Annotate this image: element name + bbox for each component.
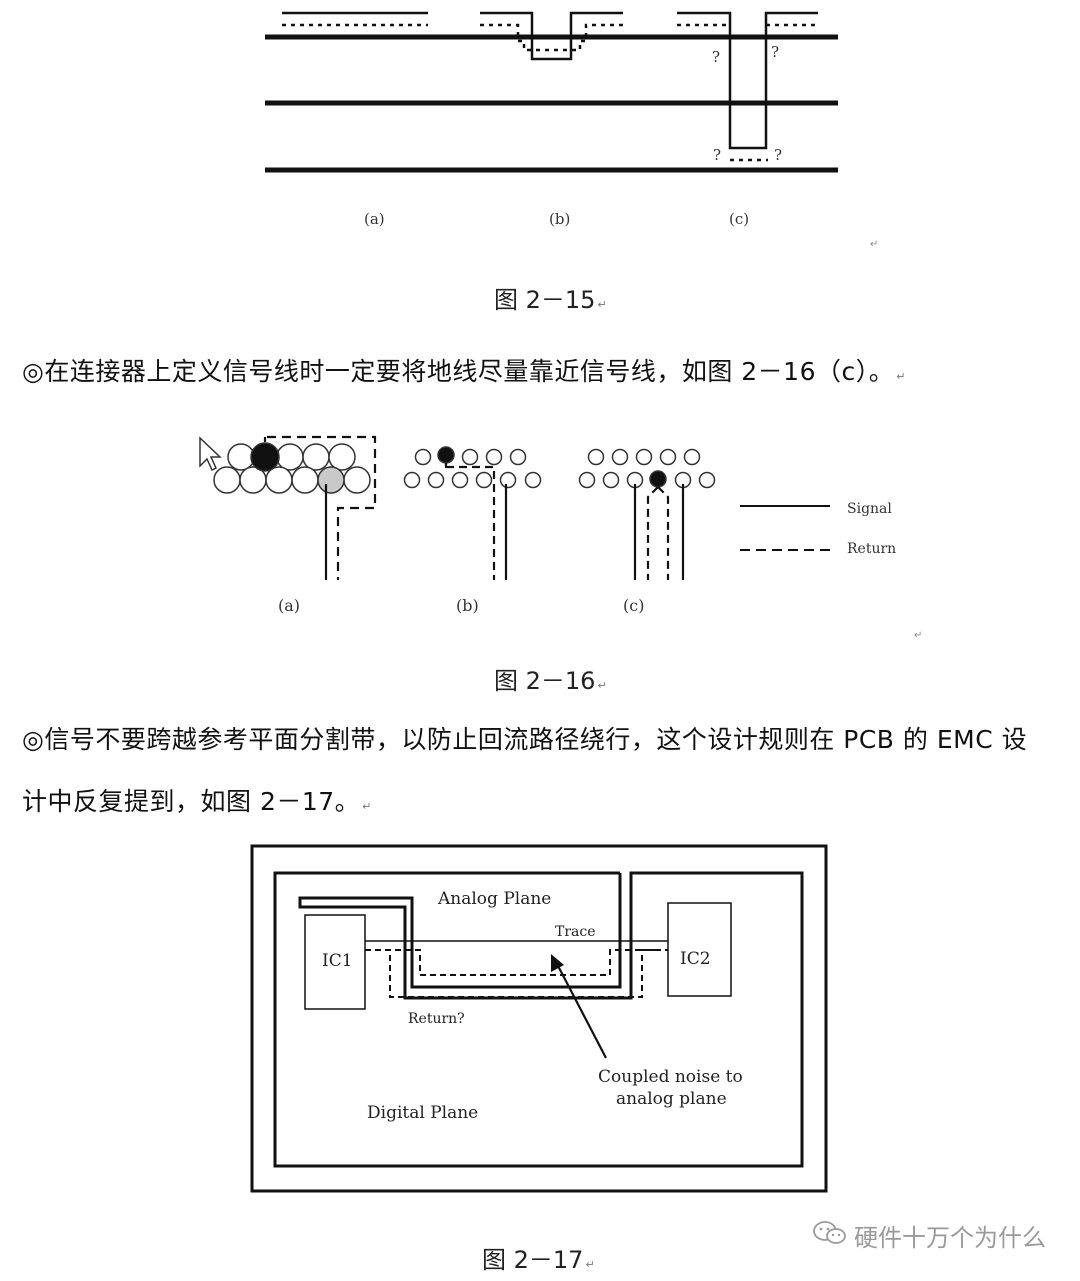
return-mark: ↵ bbox=[597, 679, 607, 692]
return-mark: ↵ bbox=[597, 298, 607, 311]
paragraph-text: ◎信号不要跨越参考平面分割带，以防止回流路径绕行，这个设计规则在 PCB 的 E… bbox=[22, 725, 1028, 754]
ic1-label: IC1 bbox=[322, 951, 353, 971]
paragraph-split-plane-rule-line1: ◎信号不要跨越参考平面分割带，以防止回流路径绕行，这个设计规则在 PCB 的 E… bbox=[22, 720, 1027, 756]
return-mark: ↵ bbox=[362, 800, 372, 813]
question-mark-3: ? bbox=[713, 146, 721, 164]
question-mark-2: ? bbox=[771, 43, 779, 61]
board-outline bbox=[250, 844, 828, 1193]
fig16-label-a: (a) bbox=[278, 596, 300, 615]
digital-plane-label: Digital Plane bbox=[367, 1103, 478, 1123]
watermark-text: 硬件十万个为什么 bbox=[854, 1224, 1046, 1252]
return-path-outer bbox=[375, 949, 660, 998]
return-question-label: Return? bbox=[408, 1011, 465, 1027]
trace-label: Trace bbox=[555, 924, 596, 940]
caption-fig-2-16: 图 2－16↵ bbox=[494, 661, 607, 696]
coupled-noise-label-line1: Coupled noise to bbox=[598, 1067, 743, 1087]
figure-2-16: Signal Return (a) (b) (c) ↵ bbox=[199, 435, 922, 641]
caption-fig-2-17: 图 2－17↵ bbox=[482, 1240, 595, 1275]
fig16-return-mark: ↵ bbox=[914, 630, 922, 641]
return-mark: ↵ bbox=[585, 1258, 595, 1271]
signal-pin-a bbox=[250, 442, 280, 472]
fig16-legend: Signal Return bbox=[740, 501, 896, 557]
question-mark-1: ? bbox=[712, 48, 720, 66]
return-mark: ↵ bbox=[896, 370, 906, 383]
fig16-label-c: (c) bbox=[623, 596, 644, 615]
ic1-box bbox=[304, 914, 366, 1010]
fig15-label-a: (a) bbox=[364, 210, 385, 228]
ic2-label: IC2 bbox=[680, 949, 711, 969]
fig15-label-b: (b) bbox=[549, 210, 570, 228]
figure-2-15: ? ? ? ? (a) (b) (c) ↵ bbox=[265, 11, 878, 250]
caption-text: 图 2－16 bbox=[494, 667, 596, 695]
coupled-noise-arrow bbox=[555, 961, 607, 1059]
analog-plane-label: Analog Plane bbox=[437, 889, 551, 909]
paragraph-split-plane-rule-line2: 计中反复提到，如图 2－17。↵ bbox=[22, 782, 372, 818]
paragraph-connector-rule: ◎在连接器上定义信号线时一定要将地线尽量靠近信号线，如图 2－16（c）。↵ bbox=[22, 352, 906, 388]
caption-fig-2-15: 图 2－15↵ bbox=[494, 280, 607, 315]
caption-text: 图 2－15 bbox=[494, 286, 596, 314]
paragraph-text: 计中反复提到，如图 2－17。 bbox=[22, 787, 361, 816]
question-mark-4: ? bbox=[774, 146, 782, 164]
fig15-return-mark: ↵ bbox=[870, 239, 878, 250]
fig15-label-c: (c) bbox=[729, 210, 749, 228]
fig16-label-b: (b) bbox=[456, 596, 479, 615]
legend-signal-label: Signal bbox=[847, 501, 892, 517]
caption-text: 图 2－17 bbox=[482, 1246, 584, 1274]
wechat-icon bbox=[812, 1220, 848, 1252]
paragraph-text: ◎在连接器上定义信号线时一定要将地线尽量靠近信号线，如图 2－16（c）。 bbox=[22, 357, 895, 386]
watermark: 硬件十万个为什么 bbox=[812, 1218, 1046, 1253]
cursor-arrow-icon bbox=[199, 436, 222, 472]
legend-return-label: Return bbox=[847, 541, 896, 557]
return-path-inner bbox=[365, 949, 668, 976]
coupled-noise-label-line2: analog plane bbox=[616, 1089, 727, 1109]
